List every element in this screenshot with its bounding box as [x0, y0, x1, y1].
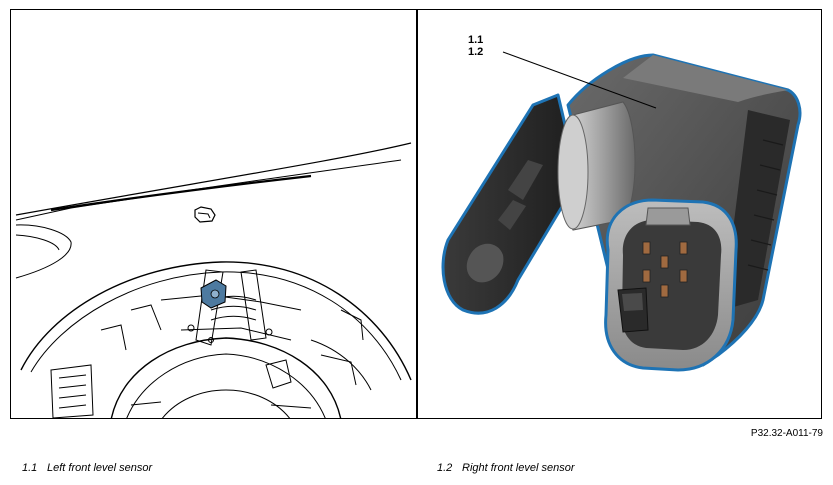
left-panel-wheel-arch-drawing: [11, 10, 418, 418]
legend-number: 1.1: [22, 462, 38, 474]
callout-label-1-1: 1.1: [468, 34, 484, 46]
legend-number: 1.2: [437, 462, 453, 474]
right-panel-sensor-render: 1.1 1.2: [418, 10, 820, 418]
level-sensor-render: [441, 51, 802, 372]
legend-text: Left front level sensor: [47, 462, 153, 474]
legend-item: 1.1 Left front level sensor: [22, 462, 152, 474]
wheel-arch-line-drawing: [15, 142, 412, 418]
left-level-sensor-highlight: [200, 279, 227, 309]
figure-frame: 1.1 1.2: [10, 9, 822, 419]
figure-code: P32.32-A011-79: [750, 428, 823, 439]
callout-label-1-2: 1.2: [468, 46, 484, 58]
legend-text: Right front level sensor: [462, 462, 575, 474]
legend-item: 1.2 Right front level sensor: [437, 462, 575, 474]
callout-leader-line: [502, 51, 657, 109]
